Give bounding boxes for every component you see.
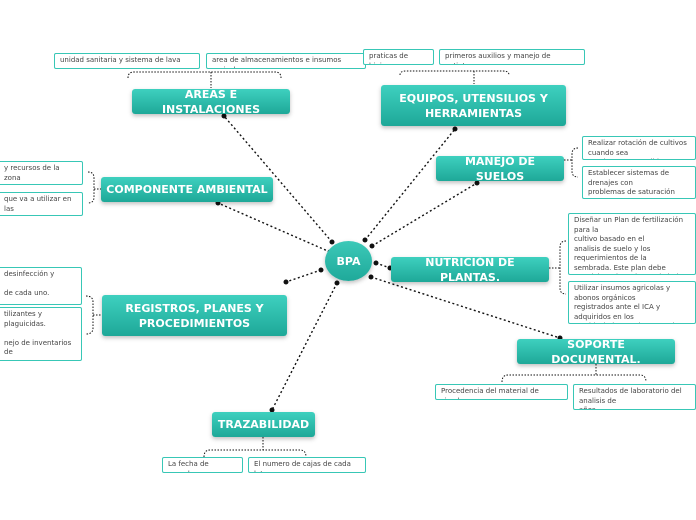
subtopic-desinfeccion[interactable]: desinfección y de cada uno. bbox=[0, 267, 82, 305]
subtopic-plan-fertilizacion[interactable]: Diseñar un Plan de fertilización para la… bbox=[568, 213, 696, 275]
subtopic-resultados-laboratorio[interactable]: Resultados de laboratorio del analisis d… bbox=[573, 384, 696, 410]
topic-nutricion-plantas[interactable]: NUTRICIÓN DE PLANTAS. bbox=[391, 256, 549, 284]
subtopic-procedencia-material[interactable]: Procedencia del material de siembra. bbox=[435, 384, 568, 400]
subtopic-practicas-higiene[interactable]: praticas de higiene bbox=[363, 49, 434, 65]
subtopic-fertilizantes-plaguicidas[interactable]: tilizantes y plaguicidas. nejo de invent… bbox=[0, 307, 82, 361]
bpa-central-node[interactable]: BPA bbox=[325, 241, 372, 281]
topic-trazabilidad[interactable]: TRAZABILIDAD bbox=[212, 412, 315, 437]
subtopic-insumos-agricolas[interactable]: Utilizar insumos agricolas y abonos orgá… bbox=[568, 281, 696, 324]
topic-areas-instalaciones[interactable]: AREAS E INSTALACIONES bbox=[132, 88, 290, 116]
subtopic-numero-cajas[interactable]: El numero de cajas de cada lote. bbox=[248, 457, 366, 473]
topic-registros-planes[interactable]: REGISTROS, PLANES Y PROCEDIMIENTOS bbox=[102, 295, 287, 336]
subtopic-primeros-auxilios[interactable]: primeros auxilios y manejo de extintores bbox=[439, 49, 585, 65]
subtopic-unidad-sanitaria[interactable]: unidad sanitaria y sistema de lava manos bbox=[54, 53, 200, 69]
topic-soporte-documental[interactable]: SOPORTE DOCUMENTAL. bbox=[517, 338, 675, 366]
topic-componente-ambiental[interactable]: COMPONENTE AMBIENTAL bbox=[101, 177, 273, 202]
subtopic-area-almacenamientos[interactable]: area de almacenamientos e insumos agrico… bbox=[206, 53, 366, 69]
subtopic-sistemas-drenaje[interactable]: Establecer sistemas de drenajes con prob… bbox=[582, 166, 696, 199]
subtopic-recursos-zona[interactable]: y recursos de la zona bbox=[0, 161, 83, 185]
topic-equipos-utensilios[interactable]: EQUIPOS, UTENSILIOS Y HERRAMIENTAS bbox=[381, 85, 566, 126]
subtopic-fecha-cosecha[interactable]: La fecha de cosecha . bbox=[162, 457, 243, 473]
subtopic-rotacion-cultivos[interactable]: Realizar rotación de cultivos cuando sea… bbox=[582, 136, 696, 160]
topic-manejo-suelos[interactable]: MANEJO DE SUELOS bbox=[436, 155, 564, 183]
subtopic-utilizar-en-las[interactable]: que va a utilizar en las bbox=[0, 192, 83, 216]
